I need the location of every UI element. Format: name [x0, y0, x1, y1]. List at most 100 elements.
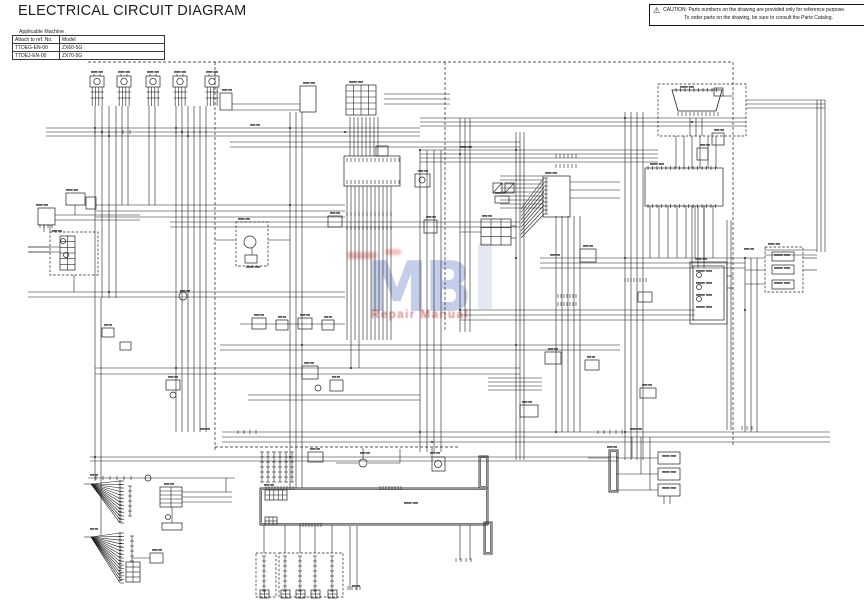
harness-fan-wire	[90, 483, 121, 492]
harness-fan-wire	[90, 536, 121, 566]
label-mark	[256, 124, 260, 126]
component-circle	[314, 384, 322, 392]
component-circle	[144, 474, 152, 482]
label-mark	[783, 282, 790, 284]
component-circle	[169, 391, 177, 399]
label-mark	[238, 218, 245, 220]
component-box	[343, 155, 401, 187]
junction-dot	[94, 456, 96, 458]
junction-dot	[515, 149, 517, 151]
label-mark	[556, 254, 560, 256]
label-mark	[168, 376, 174, 378]
component-box	[37, 207, 56, 226]
label-mark	[58, 230, 62, 232]
label-mark	[174, 376, 178, 378]
bus-box	[478, 455, 489, 489]
relay-coil	[120, 77, 128, 86]
label-mark	[424, 170, 428, 172]
label-mark	[352, 585, 357, 587]
label-mark	[98, 71, 103, 73]
component-circle	[243, 235, 257, 249]
watermark-red-mark	[385, 249, 401, 255]
component-box	[657, 451, 681, 465]
harness-fan-wire	[90, 483, 121, 510]
label-mark	[688, 86, 694, 88]
label-mark	[670, 487, 676, 489]
harness-fan-wire	[90, 532, 121, 538]
component-circle	[418, 176, 426, 184]
junction-dot	[459, 153, 461, 155]
bus-box-inner	[480, 457, 487, 487]
junction-dot	[515, 344, 517, 346]
junction-dot	[624, 117, 626, 119]
junction-dot	[624, 431, 626, 433]
label-mark	[501, 192, 505, 194]
component-group-box	[657, 83, 747, 137]
label-mark	[356, 585, 360, 587]
component-circle	[696, 272, 702, 278]
label-mark	[662, 455, 670, 457]
label-mark	[349, 81, 357, 83]
harness-fan-wire	[90, 483, 121, 524]
wire	[520, 191, 545, 221]
component-circle	[696, 296, 702, 302]
component-box	[275, 319, 289, 331]
component-box	[375, 145, 389, 157]
component-box	[711, 132, 725, 146]
label-mark	[306, 314, 310, 316]
component-box	[584, 359, 600, 371]
label-mark	[254, 266, 260, 268]
connector-grid-box	[480, 218, 512, 246]
label-mark	[264, 484, 270, 486]
component-group-box	[764, 246, 804, 293]
label-mark	[613, 446, 617, 448]
junction-dot	[301, 344, 303, 346]
label-mark	[360, 452, 366, 454]
junction-dot	[344, 131, 346, 133]
label-mark	[174, 71, 181, 73]
label-mark	[164, 483, 170, 485]
label-mark	[94, 528, 98, 530]
component-box	[219, 92, 233, 111]
label-mark	[43, 204, 48, 206]
component-circle	[60, 238, 66, 244]
label-mark	[404, 502, 412, 504]
component-group-box	[255, 552, 277, 598]
component-circle	[63, 252, 69, 258]
relay-coil	[176, 77, 184, 86]
wire	[520, 195, 545, 224]
watermark-red-mark	[347, 252, 377, 259]
label-mark	[467, 146, 472, 148]
harness-fan-wire	[90, 483, 121, 489]
label-mark	[36, 204, 43, 206]
label-mark	[750, 248, 754, 250]
component-box	[639, 387, 657, 399]
label-mark	[768, 243, 775, 245]
label-mark	[720, 129, 724, 131]
label-mark	[125, 71, 130, 73]
junction-dot	[419, 431, 421, 433]
harness-fan-wire	[90, 536, 121, 541]
component-box	[321, 319, 335, 331]
label-mark	[648, 384, 652, 386]
label-mark	[591, 356, 595, 358]
junction-dot	[187, 135, 189, 137]
wire	[520, 209, 545, 235]
label-mark	[118, 71, 125, 73]
harness-fan-wire	[90, 536, 121, 545]
component-box	[165, 379, 181, 391]
label-mark	[775, 243, 780, 245]
label-mark	[642, 384, 648, 386]
component-box	[85, 196, 97, 210]
bus-box-inner	[261, 489, 487, 524]
harness-fan-wire	[90, 536, 121, 552]
label-mark	[436, 452, 440, 454]
relay-coil	[93, 77, 101, 86]
harness-fan-wire	[90, 536, 121, 562]
junction-dot	[419, 149, 421, 151]
label-mark	[303, 82, 310, 84]
label-mark	[206, 71, 213, 73]
label-mark	[670, 471, 676, 473]
